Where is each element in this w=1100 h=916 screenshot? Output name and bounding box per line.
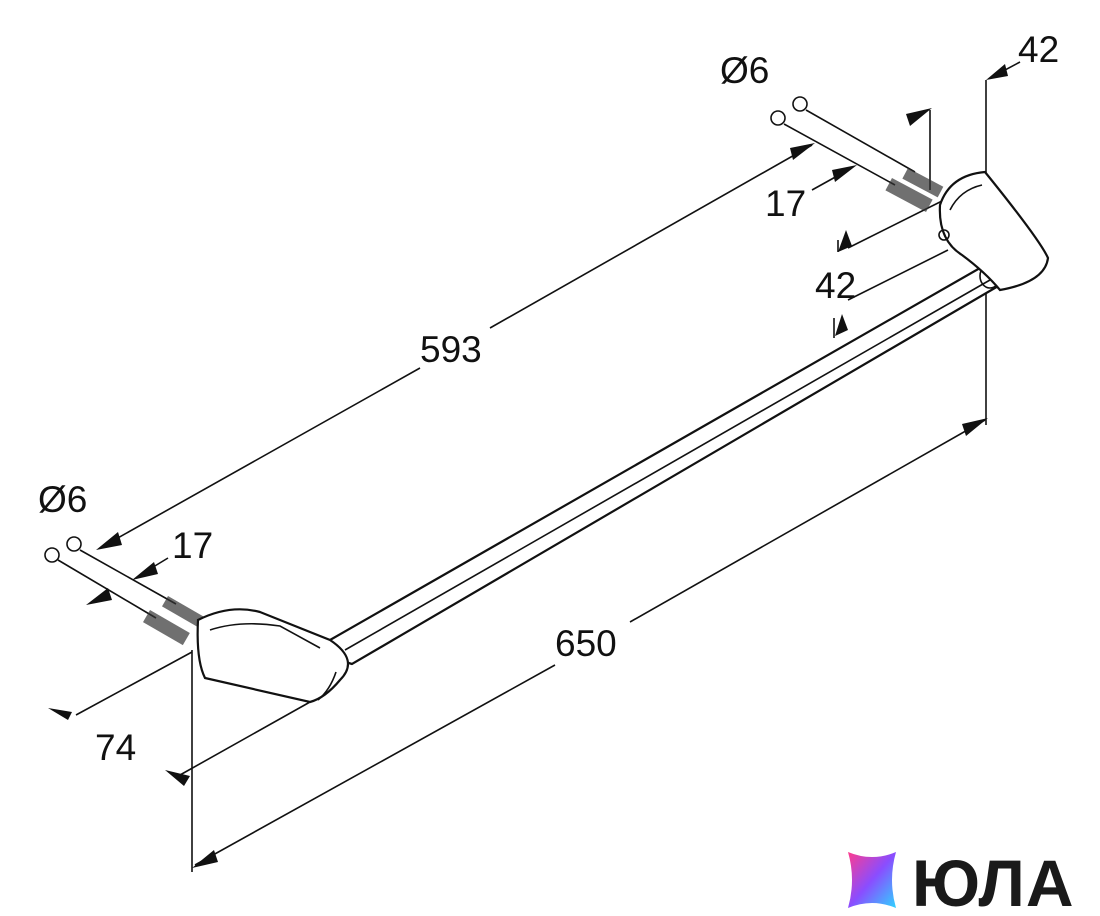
logo: ЮЛА: [848, 846, 1075, 916]
label-screw-length-left: 17: [172, 525, 213, 566]
dimension-line-17-left: [86, 557, 169, 605]
bracket-right: [938, 170, 1050, 292]
label-length-between-holes: 593: [420, 329, 482, 370]
dimension-line-42-top: [986, 61, 1021, 80]
rail-bar: [328, 263, 1002, 666]
label-depth: 74: [95, 727, 136, 768]
label-hole-diameter-right: Ø6: [720, 50, 769, 91]
dimension-line-42-mid: [833, 197, 949, 338]
label-bracket-height: 42: [815, 265, 856, 306]
dimension-line-650: [191, 80, 988, 872]
dimension-line-74: [48, 651, 311, 786]
label-bracket-width: 42: [1018, 29, 1059, 70]
label-hole-diameter-left: Ø6: [38, 479, 87, 520]
logo-star-icon: [848, 852, 896, 908]
screw-right: [770, 96, 944, 212]
label-length-total: 650: [555, 623, 617, 664]
bracket-left: [196, 608, 350, 704]
dimension-line-17-right: [811, 108, 932, 191]
logo-text: ЮЛА: [912, 846, 1075, 916]
screw-left: [44, 536, 205, 646]
label-screw-length-right: 17: [765, 183, 806, 224]
dimension-line-593: [96, 143, 815, 550]
